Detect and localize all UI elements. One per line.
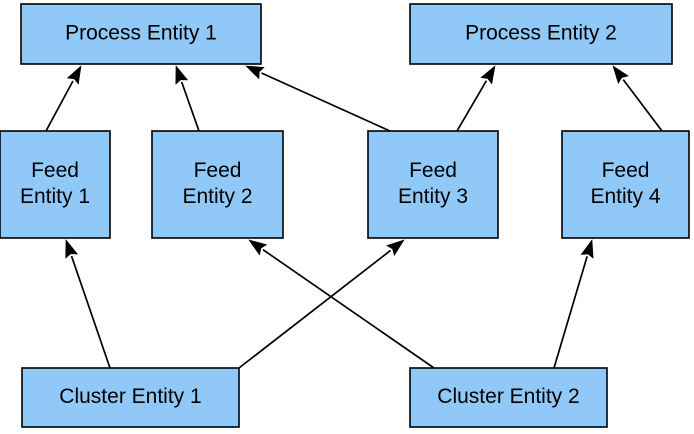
edge-cluster2-feed2-arrowhead-icon [248,239,268,256]
node-process-entity-2[interactable]: Process Entity 2 [409,3,673,65]
node-feed-entity-1-label: Feed [31,159,79,182]
edge-feed3-process2 [456,65,496,132]
node-cluster-entity-1-label: Cluster Entity 1 [59,385,201,408]
node-feed-entity-4-box[interactable] [561,130,690,239]
edge-cluster2-feed2-line [262,248,435,369]
edge-cluster1-feed3-arrowhead-icon [386,239,405,257]
nodes-layer: Process Entity 1 Process Entity 2 FeedEnti… [0,3,690,428]
node-feed-entity-3-label: Entity 3 [398,185,468,208]
node-cluster-entity-1-box[interactable] [21,367,240,428]
node-feed-entity-4-label: Entity 4 [590,185,660,208]
node-feed-entity-3-box[interactable] [367,130,499,239]
node-feed-entity-2-label: Feed [194,159,242,182]
edge-cluster1-feed1-line [70,255,111,369]
edge-feed1-process1-line [45,80,74,132]
node-feed-entity-2-box[interactable] [151,130,284,239]
node-feed-entity-1-label: Entity 1 [20,185,90,208]
edge-cluster1-feed1-arrowhead-icon [65,239,79,259]
node-process-entity-1[interactable]: Process Entity 1 [20,3,262,65]
edge-cluster1-feed3-line [238,249,392,369]
edge-cluster2-feed2 [248,239,435,369]
node-process-entity-2-box[interactable] [409,3,673,65]
edge-cluster1-feed3 [238,239,405,369]
node-process-entity-2-label: Process Entity 2 [465,22,617,45]
edge-cluster2-feed4 [553,239,594,369]
node-cluster-entity-2-box[interactable] [409,367,608,428]
edge-feed2-process1-line [180,81,200,132]
node-feed-entity-2-label: Entity 2 [182,185,252,208]
edge-feed3-process1-line [261,72,391,132]
edge-cluster2-feed4-arrowhead-icon [580,239,594,259]
edge-feed4-process2-line [622,79,663,132]
node-process-entity-1-label: Process Entity 1 [65,22,217,45]
node-cluster-entity-2-label: Cluster Entity 2 [437,385,579,408]
edge-feed3-process1 [245,65,391,132]
node-process-entity-1-box[interactable] [20,3,262,65]
edge-feed4-process2-arrowhead-icon [612,65,629,85]
edge-feed3-process1-arrowhead-icon [245,65,265,80]
node-cluster-entity-1[interactable]: Cluster Entity 1 [21,367,240,428]
edge-feed1-process1-arrowhead-icon [66,65,82,85]
edge-cluster1-feed1 [65,239,111,369]
edge-feed2-process1 [175,65,200,132]
edge-feed3-process2-line [456,80,488,132]
node-feed-entity-4-label: Feed [602,159,650,182]
edges-layer [45,65,663,369]
edge-feed2-process1-arrowhead-icon [175,65,189,85]
node-cluster-entity-2[interactable]: Cluster Entity 2 [409,367,608,428]
edge-feed1-process1 [45,65,82,132]
edge-cluster2-feed4-line [553,256,588,369]
node-feed-entity-3-label: Feed [409,159,457,182]
edge-feed4-process2 [612,65,663,132]
edge-feed3-process2-arrowhead-icon [480,65,496,85]
node-feed-entity-1-box[interactable] [0,130,111,239]
